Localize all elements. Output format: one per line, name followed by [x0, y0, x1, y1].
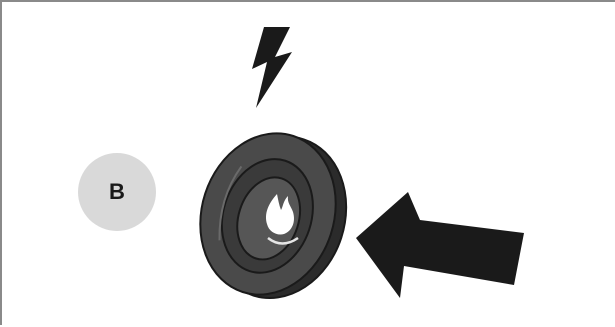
push-arrow-icon	[356, 192, 524, 298]
lightning-bolt-icon	[252, 27, 292, 108]
step-label: B	[109, 179, 125, 205]
step-badge: B	[78, 153, 156, 231]
